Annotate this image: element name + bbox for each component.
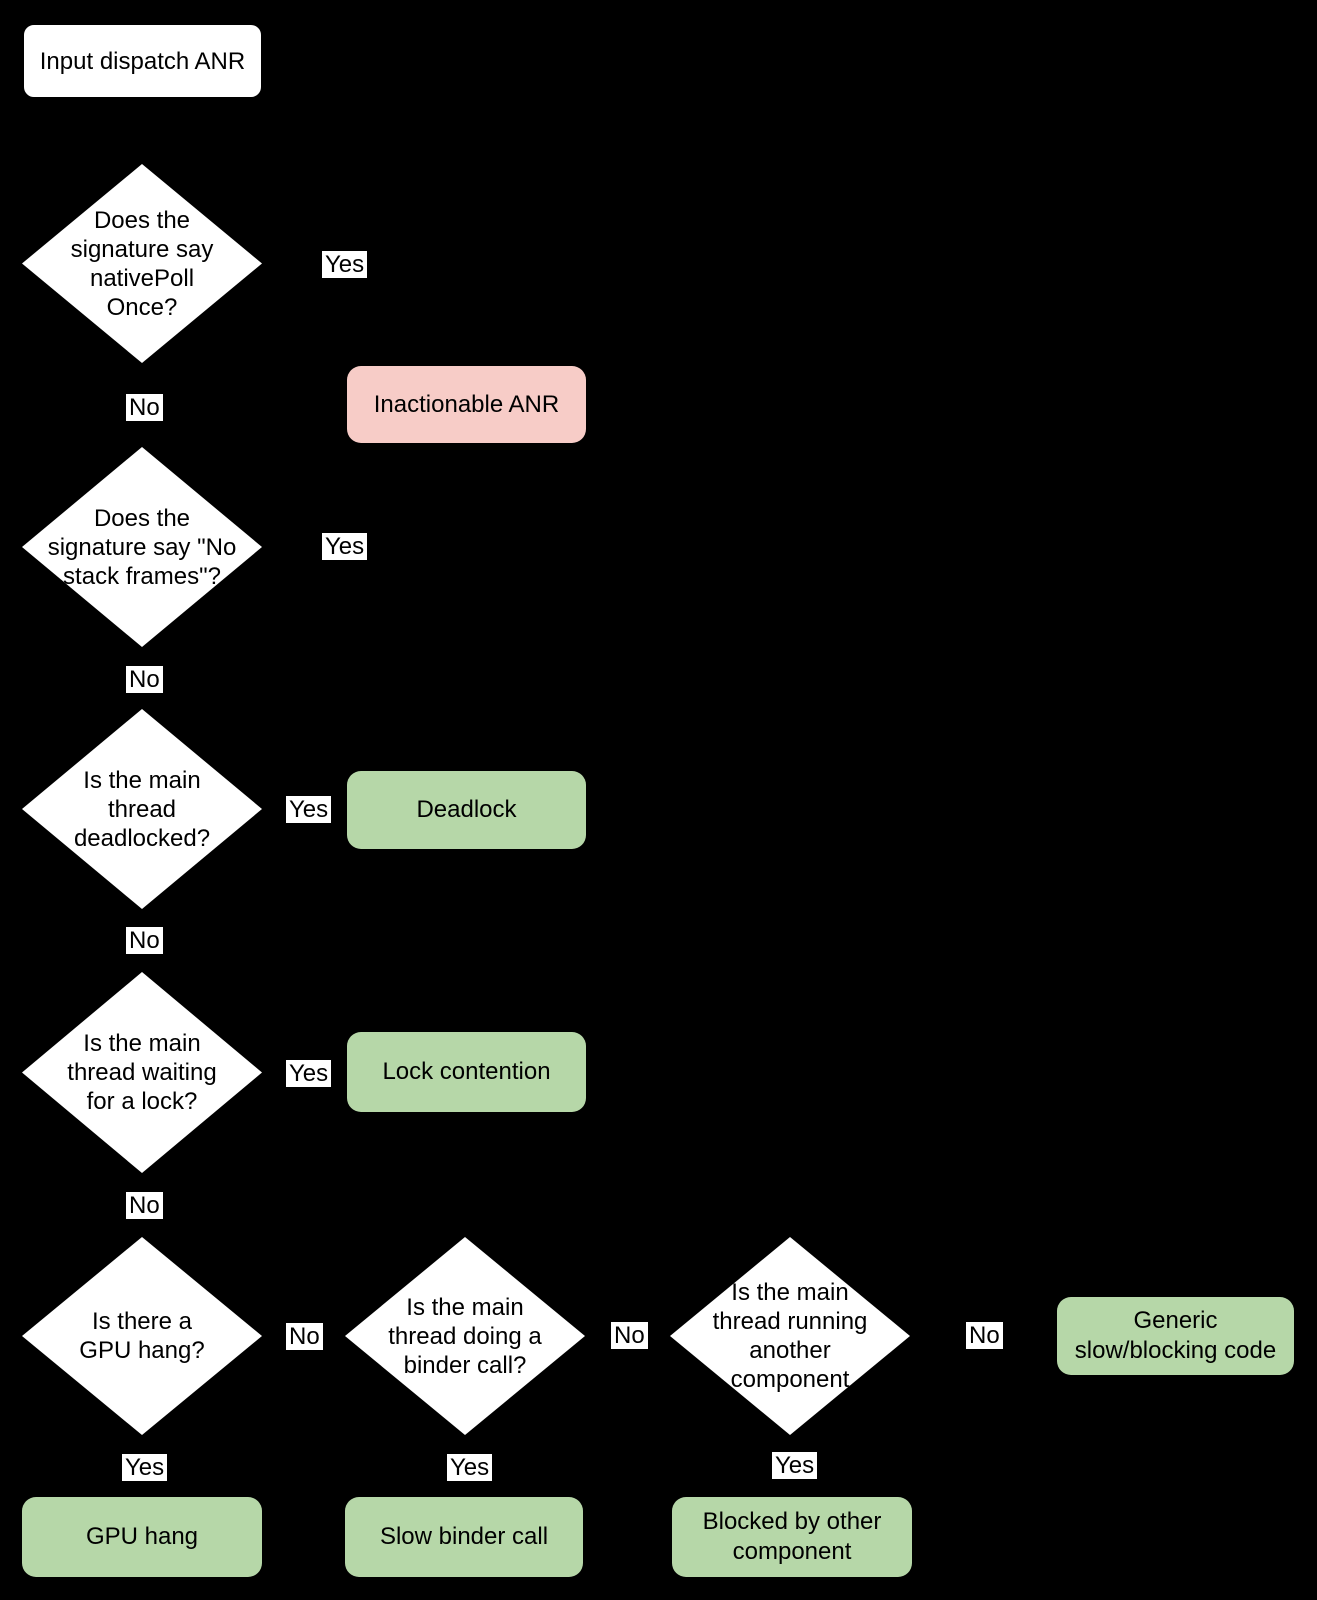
outcome-deadlock: Deadlock: [347, 771, 586, 849]
decision-main-thread-deadlocked: Is the main thread deadlocked?: [22, 709, 262, 909]
edge-label-yes-waiting-lock: Yes: [286, 1060, 332, 1087]
decision-main-thread-waiting-lock: Is the main thread waiting for a lock?: [22, 972, 262, 1173]
decision-running-other-component: Is the main thread running another compo…: [670, 1237, 910, 1435]
edge-label-yes-binder-call: Yes: [447, 1454, 493, 1481]
edge-label-yes-native-poll: Yes: [322, 251, 368, 278]
edge-label-no-no-stack-frames: No: [126, 666, 163, 693]
edge-label-no-deadlocked: No: [126, 927, 163, 954]
decision-gpu-hang: Is there a GPU hang?: [22, 1237, 262, 1435]
edge-label-no-waiting-lock: No: [126, 1192, 163, 1219]
edge-label-no-binder-call: No: [611, 1322, 648, 1349]
outcome-lock-contention: Lock contention: [347, 1032, 586, 1112]
edge-label-no-gpu-hang: No: [286, 1323, 323, 1350]
outcome-blocked-by-other-component: Blocked by other component: [672, 1497, 912, 1577]
decision-native-poll-once: Does the signature say nativePoll Once?: [22, 164, 262, 363]
edge-label-yes-other-component: Yes: [772, 1452, 818, 1479]
edge-label-yes-no-stack-frames: Yes: [322, 533, 368, 560]
edge-label-yes-gpu-hang: Yes: [122, 1454, 168, 1481]
decision-binder-call: Is the main thread doing a binder call?: [345, 1237, 585, 1435]
start-node-input-dispatch-anr: Input dispatch ANR: [22, 23, 263, 99]
outcome-gpu-hang: GPU hang: [22, 1497, 262, 1577]
edge-label-no-native-poll: No: [126, 394, 163, 421]
edge-label-no-other-component: No: [966, 1322, 1003, 1349]
outcome-slow-binder-call: Slow binder call: [345, 1497, 583, 1577]
outcome-inactionable-anr: Inactionable ANR: [347, 366, 586, 443]
edge-label-yes-deadlocked: Yes: [286, 796, 332, 823]
outcome-generic-slow-blocking-code: Generic slow/blocking code: [1057, 1297, 1294, 1375]
decision-no-stack-frames: Does the signature say "No stack frames"…: [22, 447, 262, 647]
